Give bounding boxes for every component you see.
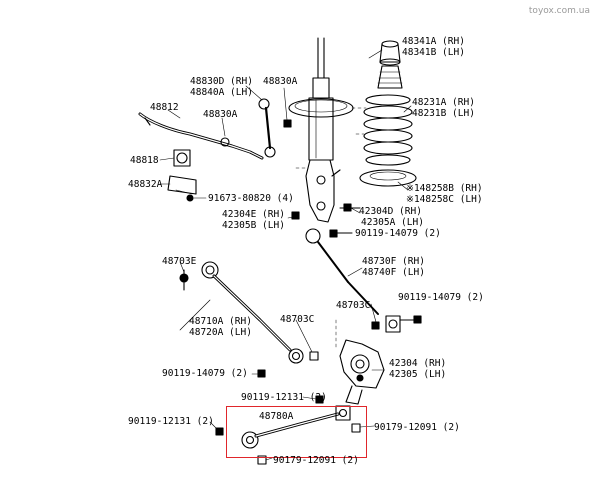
part-label-90179-12091-b: 90179-12091 (2) [273, 455, 359, 466]
reference-lines [295, 107, 367, 349]
part-label-48341A: 48341A (RH) [402, 36, 465, 47]
axle-carrier [339, 339, 385, 405]
part-label-48780A: 48780A [259, 411, 294, 422]
part-label-90119-14079-b: 90119-14079 (2) [398, 292, 484, 303]
lower-control-link [215, 395, 361, 465]
coil-spring [359, 94, 417, 187]
part-label-48720A: 48720A (LH) [189, 327, 252, 338]
part-label-48830D: 48830D (RH) [190, 76, 253, 87]
part-label-48703E: 48703E [162, 256, 197, 267]
part-label-48740F: 48740F (LH) [362, 267, 425, 278]
part-label-48231A: 48231A (RH) [412, 97, 475, 108]
part-label-48703C-right: 48703C [336, 300, 371, 311]
leader-lines [159, 49, 412, 461]
part-label-42305B: 42305B (LH) [222, 220, 285, 231]
part-label-90119-12131-b: 90119-12131 (2) [128, 416, 214, 427]
part-label-48231B: 48231B (LH) [412, 108, 475, 119]
part-label-48832A: 48832A [128, 179, 163, 190]
part-label-48703C-left: 48703C [280, 314, 315, 325]
part-label-42304: 42304 (RH) [389, 358, 447, 369]
stabilizer-bar [138, 112, 264, 202]
part-label-91673: 91673-80820 (4) [208, 193, 294, 204]
part-label-48258C: ※148258C (LH) [406, 194, 483, 205]
strut-bolts [291, 203, 361, 220]
part-label-48812: 48812 [150, 102, 179, 113]
part-label-90119-14079-a: 90119-14079 (2) [355, 228, 441, 239]
part-label-90119-14079-c: 90119-14079 (2) [162, 368, 248, 379]
watermark: toyox.com.ua [528, 6, 590, 16]
part-label-48830A-mid: 48830A [203, 109, 238, 120]
part-label-48830A-top: 48830A [263, 76, 298, 87]
lateral-link-upper [305, 228, 422, 333]
trailing-arm [179, 261, 319, 378]
part-label-90179-12091-a: 90179-12091 (2) [374, 422, 460, 433]
strut-assembly [288, 37, 354, 223]
part-label-48710A: 48710A (RH) [189, 316, 252, 327]
part-label-42305: 42305 (LH) [389, 369, 447, 380]
highlight-box [226, 406, 367, 458]
part-label-48341B: 48341B (LH) [402, 47, 465, 58]
part-label-42305A: 42305A (LH) [361, 217, 424, 228]
stabilizer-link [258, 98, 292, 158]
part-label-42304E: 42304E (RH) [222, 209, 285, 220]
bump-stopper [377, 40, 403, 89]
part-label-90119-12131-a: 90119-12131 (2) [241, 392, 327, 403]
part-label-48840A: 48840A (LH) [190, 87, 253, 98]
part-label-48818: 48818 [130, 155, 159, 166]
part-label-42304D: 42304D (RH) [359, 206, 422, 217]
part-label-48258B: ※148258B (RH) [406, 183, 483, 194]
part-label-48730F: 48730F (RH) [362, 256, 425, 267]
